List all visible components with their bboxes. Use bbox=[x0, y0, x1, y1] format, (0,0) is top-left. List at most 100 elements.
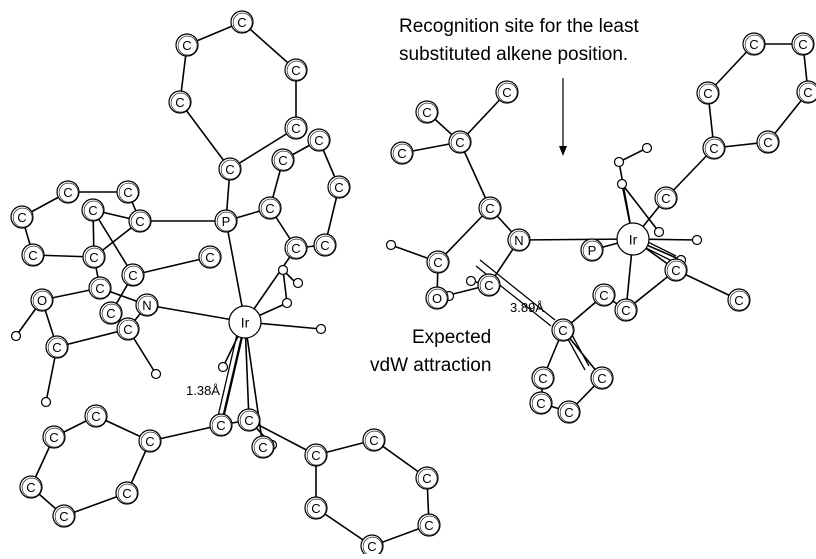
oxygen-atom: O bbox=[30, 288, 54, 312]
coordination-line bbox=[479, 259, 556, 321]
atom-label: C bbox=[369, 433, 378, 448]
atom-label: C bbox=[671, 263, 680, 278]
atom-label: C bbox=[763, 135, 772, 150]
atom-label: C bbox=[26, 480, 35, 495]
hydrogen-atom bbox=[281, 297, 293, 309]
carbon-atom: C bbox=[531, 366, 555, 390]
carbon-atom: C bbox=[52, 504, 76, 528]
atom-label: C bbox=[291, 63, 300, 78]
carbon-atom: C bbox=[426, 250, 450, 274]
atom-label: C bbox=[258, 440, 267, 455]
carbon-atom: C bbox=[88, 276, 112, 300]
carbon-atom: C bbox=[121, 263, 145, 287]
carbon-atom: C bbox=[313, 233, 337, 257]
carbon-atom: C bbox=[19, 475, 43, 499]
phosphorus-atom: P bbox=[580, 238, 604, 262]
atom-label: C bbox=[422, 105, 431, 120]
carbon-atom: C bbox=[45, 335, 69, 359]
bond-line bbox=[56, 328, 129, 348]
atom-label: C bbox=[216, 418, 225, 433]
atom-label: C bbox=[397, 146, 406, 161]
carbon-atom: C bbox=[115, 481, 139, 505]
carbon-atom: C bbox=[56, 180, 80, 204]
hydrogen-atom bbox=[150, 368, 162, 380]
carbon-atom: C bbox=[448, 130, 472, 154]
atom-label: C bbox=[803, 85, 812, 100]
nitrogen-atom: N bbox=[135, 293, 159, 317]
carbon-atom: C bbox=[198, 245, 222, 269]
carbon-atom: C bbox=[116, 180, 140, 204]
atom-label: Ir bbox=[629, 232, 638, 248]
atom-label: C bbox=[538, 371, 547, 386]
atom-label: C bbox=[455, 135, 464, 150]
carbon-atom: C bbox=[230, 10, 254, 34]
atom-label: C bbox=[123, 322, 132, 337]
carbon-atom: C bbox=[614, 298, 638, 322]
hydrogen-atom bbox=[217, 361, 229, 373]
atom-label: C bbox=[63, 185, 72, 200]
carbon-atom: C bbox=[175, 33, 199, 57]
hydrogen-atom bbox=[691, 234, 703, 246]
recognition-site-text-line2: substituted alkene position. bbox=[399, 44, 628, 65]
atom-label: C bbox=[798, 37, 807, 52]
bond-line bbox=[248, 419, 317, 456]
carbon-atom: C bbox=[10, 205, 34, 229]
atom-label: C bbox=[433, 255, 442, 270]
carbon-atom: C bbox=[702, 136, 726, 160]
hydrogen-atom bbox=[40, 396, 52, 408]
atom-label: C bbox=[536, 396, 545, 411]
atom-label: N bbox=[514, 233, 523, 248]
atom-label: C bbox=[661, 191, 670, 206]
carbon-atom: C bbox=[756, 130, 780, 154]
atom-label: O bbox=[432, 291, 442, 306]
carbon-atom: C bbox=[84, 404, 108, 428]
atom-label: C bbox=[422, 471, 431, 486]
atom-label: C bbox=[89, 250, 98, 265]
carbon-atom: C bbox=[138, 429, 162, 453]
iridium-atom: Ir bbox=[228, 305, 262, 339]
atom-label: C bbox=[182, 38, 191, 53]
atom-label: C bbox=[334, 180, 343, 195]
bond-line bbox=[618, 147, 648, 163]
carbon-atom: C bbox=[415, 100, 439, 124]
atom-label: C bbox=[135, 214, 144, 229]
bond-line bbox=[437, 207, 491, 263]
atom-label: P bbox=[222, 214, 231, 229]
atom-label: C bbox=[709, 141, 718, 156]
bond-line bbox=[220, 321, 246, 426]
atom-label: C bbox=[597, 371, 606, 386]
hydrogen-atom bbox=[641, 142, 653, 154]
carbon-atom: C bbox=[304, 443, 328, 467]
bond-line bbox=[282, 269, 288, 304]
atom-label: C bbox=[558, 323, 567, 338]
bond-line bbox=[675, 269, 740, 301]
atom-label: C bbox=[123, 185, 132, 200]
carbon-atom: C bbox=[696, 81, 720, 105]
carbon-atom: C bbox=[271, 148, 295, 172]
carbon-atom: C bbox=[551, 318, 575, 342]
bond-line bbox=[229, 127, 297, 170]
atom-label: C bbox=[106, 306, 115, 321]
carbon-atom: C bbox=[128, 209, 152, 233]
atom-label: C bbox=[311, 501, 320, 516]
carbon-atom: C bbox=[415, 466, 439, 490]
atom-label: C bbox=[291, 241, 300, 256]
atom-label: Ir bbox=[241, 315, 250, 331]
atom-label: C bbox=[145, 434, 154, 449]
bond-line bbox=[518, 238, 634, 241]
hydrogen-atom bbox=[465, 275, 477, 287]
carbon-atom: C bbox=[21, 243, 45, 267]
atom-label: C bbox=[703, 86, 712, 101]
carbon-atom: C bbox=[529, 391, 553, 415]
carbon-atom: C bbox=[557, 400, 581, 424]
atom-label: N bbox=[142, 298, 151, 313]
hydrogen-atom bbox=[277, 264, 289, 276]
atom-label: C bbox=[749, 37, 758, 52]
atom-label: C bbox=[621, 303, 630, 318]
atom-label: C bbox=[485, 201, 494, 216]
carbon-atom: C bbox=[209, 413, 233, 437]
carbon-atom: C bbox=[251, 435, 275, 459]
atom-label: C bbox=[95, 281, 104, 296]
